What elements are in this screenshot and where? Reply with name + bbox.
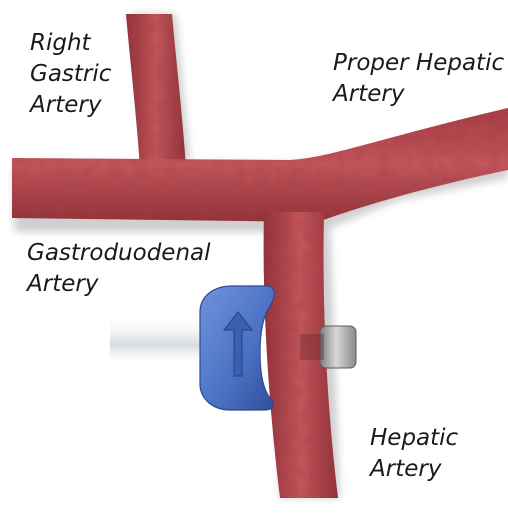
hepatic-trunk <box>12 108 508 222</box>
label-proper-hepatic-artery: Proper Hepatic Artery <box>333 48 504 110</box>
vessel-clip <box>320 326 356 368</box>
label-hepatic-artery: Hepatic Artery <box>370 423 458 485</box>
label-right-gastric-artery: Right Gastric Artery <box>30 28 111 121</box>
label-gastroduodenal-artery: Gastroduodenal Artery <box>27 238 211 300</box>
vessel-clip-inner <box>300 334 324 360</box>
